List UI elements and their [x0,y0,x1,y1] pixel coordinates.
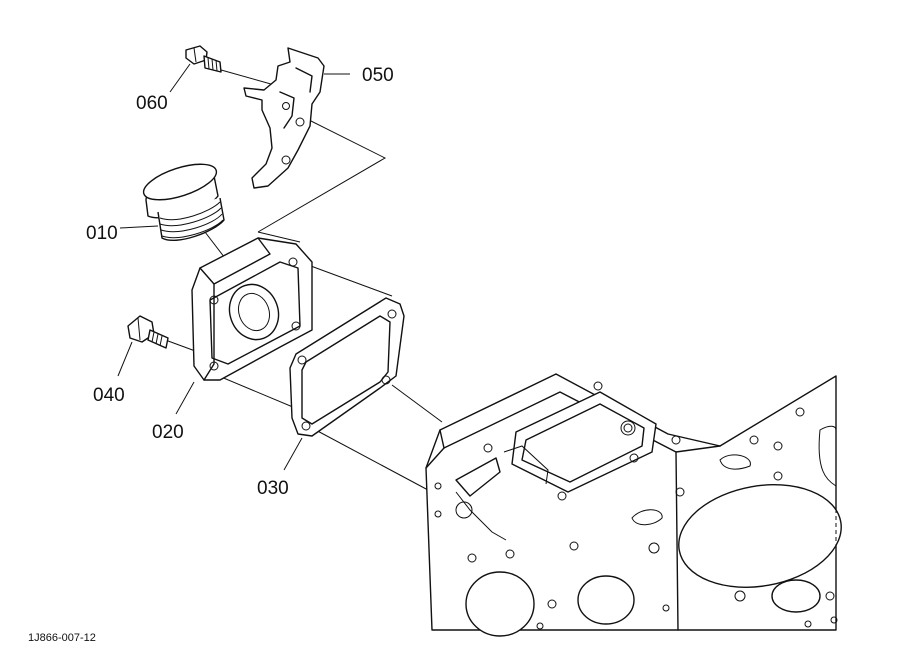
callout-labels: 050 060 010 040 020 030 [86,65,394,499]
callout-020: 020 [152,422,184,443]
engine-block [425,373,842,637]
callout-060: 060 [136,93,168,114]
figure-id: 1J866-007-12 [28,632,96,644]
callout-050: 050 [362,65,394,86]
callout-030: 030 [257,478,289,499]
leader-060 [169,63,191,93]
assembly-guide-lines [159,67,443,491]
callout-010: 010 [86,223,118,244]
bolt-040 [117,315,169,377]
plug-010 [119,163,225,242]
housing-020 [175,237,313,415]
gasket-030 [283,297,405,471]
lever-bracket-050 [243,47,350,189]
callout-040: 040 [93,385,125,406]
bolt-060 [185,45,222,73]
